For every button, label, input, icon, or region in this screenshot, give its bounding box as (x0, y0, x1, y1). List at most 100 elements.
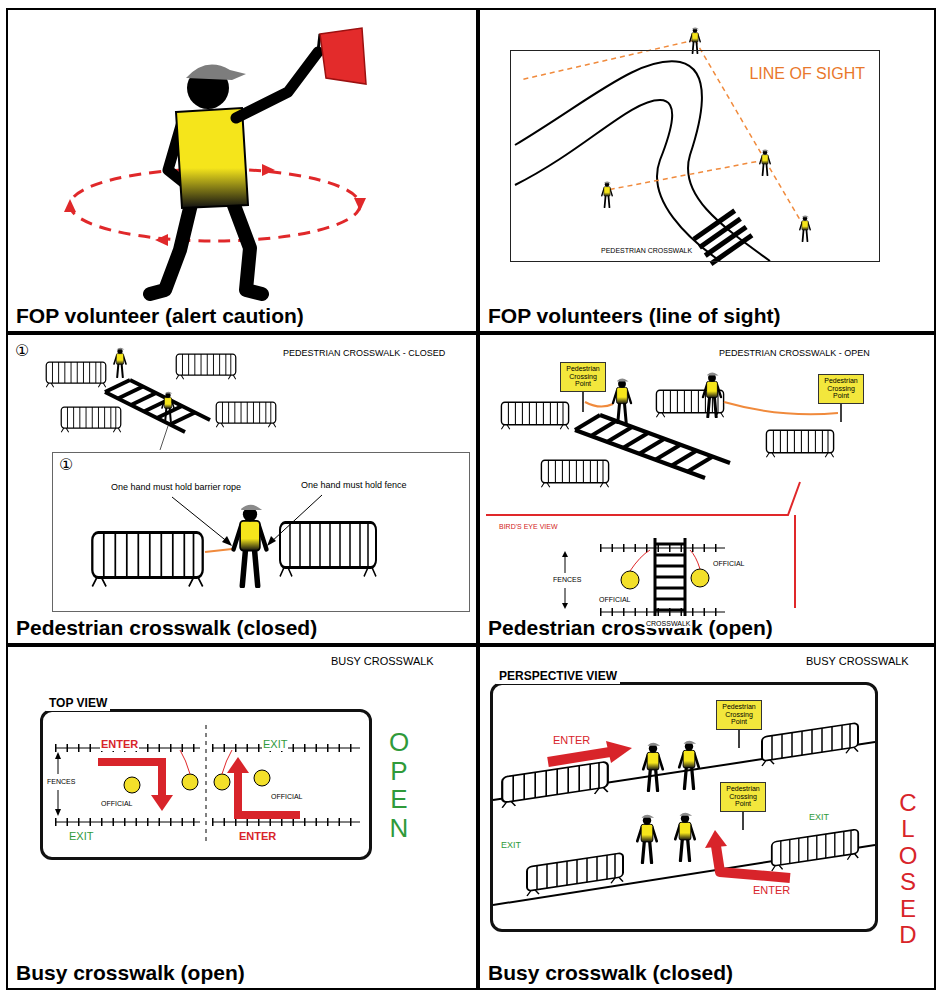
closed-crosswalk-illustration (162, 392, 174, 422)
open-crosswalk-illustration (690, 550, 700, 569)
open-crosswalk-illustration (613, 379, 631, 423)
open-crosswalk-illustration (691, 569, 709, 587)
closed-crosswalk-illustration (216, 402, 276, 427)
crossing-sign: Pedestrian Crossing Point (560, 362, 606, 392)
perspective-view-illustration (493, 723, 875, 905)
closed-crosswalk-illustration (234, 505, 267, 586)
closed-crosswalk-illustration (280, 523, 376, 577)
text-label: CROSSWALK (645, 620, 691, 628)
volunteer-illustration (64, 28, 366, 294)
road-map (765, 160, 803, 225)
open-crosswalk-illustration (840, 404, 842, 422)
road-map (607, 160, 765, 190)
open-crosswalk-illustration (600, 548, 725, 549)
perspective-view-illustration (643, 743, 663, 791)
closed-crosswalk-illustration (267, 536, 276, 546)
text-label: BUSY CROSSWALK (330, 655, 435, 668)
closed-crosswalk-illustration (270, 495, 322, 543)
panel-caption: FOP volunteers (line of sight) (488, 304, 780, 328)
open-crosswalk-illustration (501, 402, 568, 429)
sign-text: Pedestrian Crossing Point (719, 703, 759, 726)
perspective-view-illustration (679, 741, 699, 789)
road-map (695, 40, 765, 160)
sign-text: Pedestrian Crossing Point (723, 785, 763, 808)
text-label: One hand must hold barrier rope (110, 482, 242, 492)
text-label: FENCES (46, 778, 76, 786)
panel-caption: Busy crosswalk (open) (16, 961, 245, 985)
volunteer-illustration (320, 28, 366, 84)
text-label: ENTER (752, 884, 791, 897)
top-view-illustration (206, 725, 207, 845)
open-crosswalk-illustration (766, 430, 833, 457)
open-crosswalk-illustration (541, 460, 608, 487)
open-crosswalk-illustration (562, 551, 568, 557)
road-map (602, 181, 613, 207)
crossing-sign: Pedestrian Crossing Point (716, 700, 762, 730)
road-map (760, 149, 771, 175)
perspective-view-illustration (527, 853, 623, 896)
closed-crosswalk-illustration (160, 426, 168, 450)
open-crosswalk-illustration (607, 427, 632, 442)
text-label: ① (14, 342, 30, 360)
text-label: BUSY CROSSWALK (805, 655, 910, 668)
text-label: EXIT (68, 830, 94, 843)
inset-box: ① (52, 452, 470, 612)
open-crosswalk-illustration (582, 392, 584, 412)
top-view-illustration (55, 748, 360, 822)
closed-crosswalk-illustration (205, 549, 232, 552)
text-label: FENCES (552, 576, 582, 584)
sign-text: Pedestrian Crossing Point (563, 365, 603, 388)
volunteer-illustration (262, 164, 275, 176)
text-label: PEDESTRIAN CROSSWALK - CLOSED (282, 348, 446, 358)
top-view-illustration (55, 748, 360, 822)
crossing-sign: Pedestrian Crossing Point (818, 374, 864, 404)
text-label: EXIT (808, 812, 830, 822)
top-view-illustration (151, 795, 173, 811)
top-view-illustration (227, 757, 249, 773)
perspective-view-illustration (762, 723, 858, 766)
perspective-view-illustration (772, 829, 858, 871)
map-frame: LINE OF SIGHT (510, 50, 880, 262)
top-view-illustration (55, 752, 61, 759)
perspective-view-illustration (675, 813, 695, 861)
closed-crosswalk-illustration (92, 533, 202, 587)
top-view-illustration (254, 770, 270, 786)
text-label: BIRD'S EYE VIEW (498, 523, 559, 531)
road-map (800, 215, 811, 241)
closed-crosswalk-illustration (172, 497, 229, 543)
open-crosswalk-illustration (600, 612, 725, 613)
volunteer-illustration (236, 52, 318, 118)
road-map (710, 233, 754, 266)
closed-crosswalk-illustration (131, 393, 156, 405)
open-crosswalk-illustration (623, 433, 648, 448)
volunteer-illustration (64, 199, 76, 212)
panel-cell: FOP volunteer (alert caution) (6, 8, 478, 333)
panel-caption: FOP volunteer (alert caution) (16, 304, 304, 328)
volunteer-illustration (354, 198, 366, 211)
open-crosswalk-illustration (486, 482, 800, 608)
open-crosswalk-illustration (639, 439, 664, 454)
panel-cell: Pedestrian crosswalk (open) Pedestrian Cr… (478, 333, 936, 645)
road-map (515, 100, 720, 261)
sign-text: Pedestrian Crossing Point (821, 377, 861, 400)
open-crosswalk-illustration (671, 451, 696, 466)
text-label: ENTER (100, 738, 139, 751)
open-crosswalk-illustration (621, 571, 639, 589)
top-view-illustration (182, 774, 198, 790)
perspective-view-illustration (762, 723, 858, 766)
closed-crosswalk-illustration (46, 348, 376, 587)
closed-crosswalk-illustration (46, 362, 106, 387)
status-word: CLOSED (896, 790, 920, 948)
perspective-view-illustration (548, 752, 610, 762)
perspective-view-illustration (502, 761, 608, 807)
open-crosswalk-illustration (687, 457, 712, 472)
road-map (515, 61, 770, 261)
panel-caption: Pedestrian crosswalk (open) (488, 616, 773, 640)
open-crosswalk-illustration (562, 603, 568, 609)
road-map (520, 40, 695, 80)
crossing-sign: Pedestrian Crossing Point (720, 782, 766, 812)
closed-crosswalk-illustration (222, 536, 232, 546)
open-crosswalk-illustration (655, 445, 680, 460)
closed-crosswalk-illustration (114, 348, 126, 378)
